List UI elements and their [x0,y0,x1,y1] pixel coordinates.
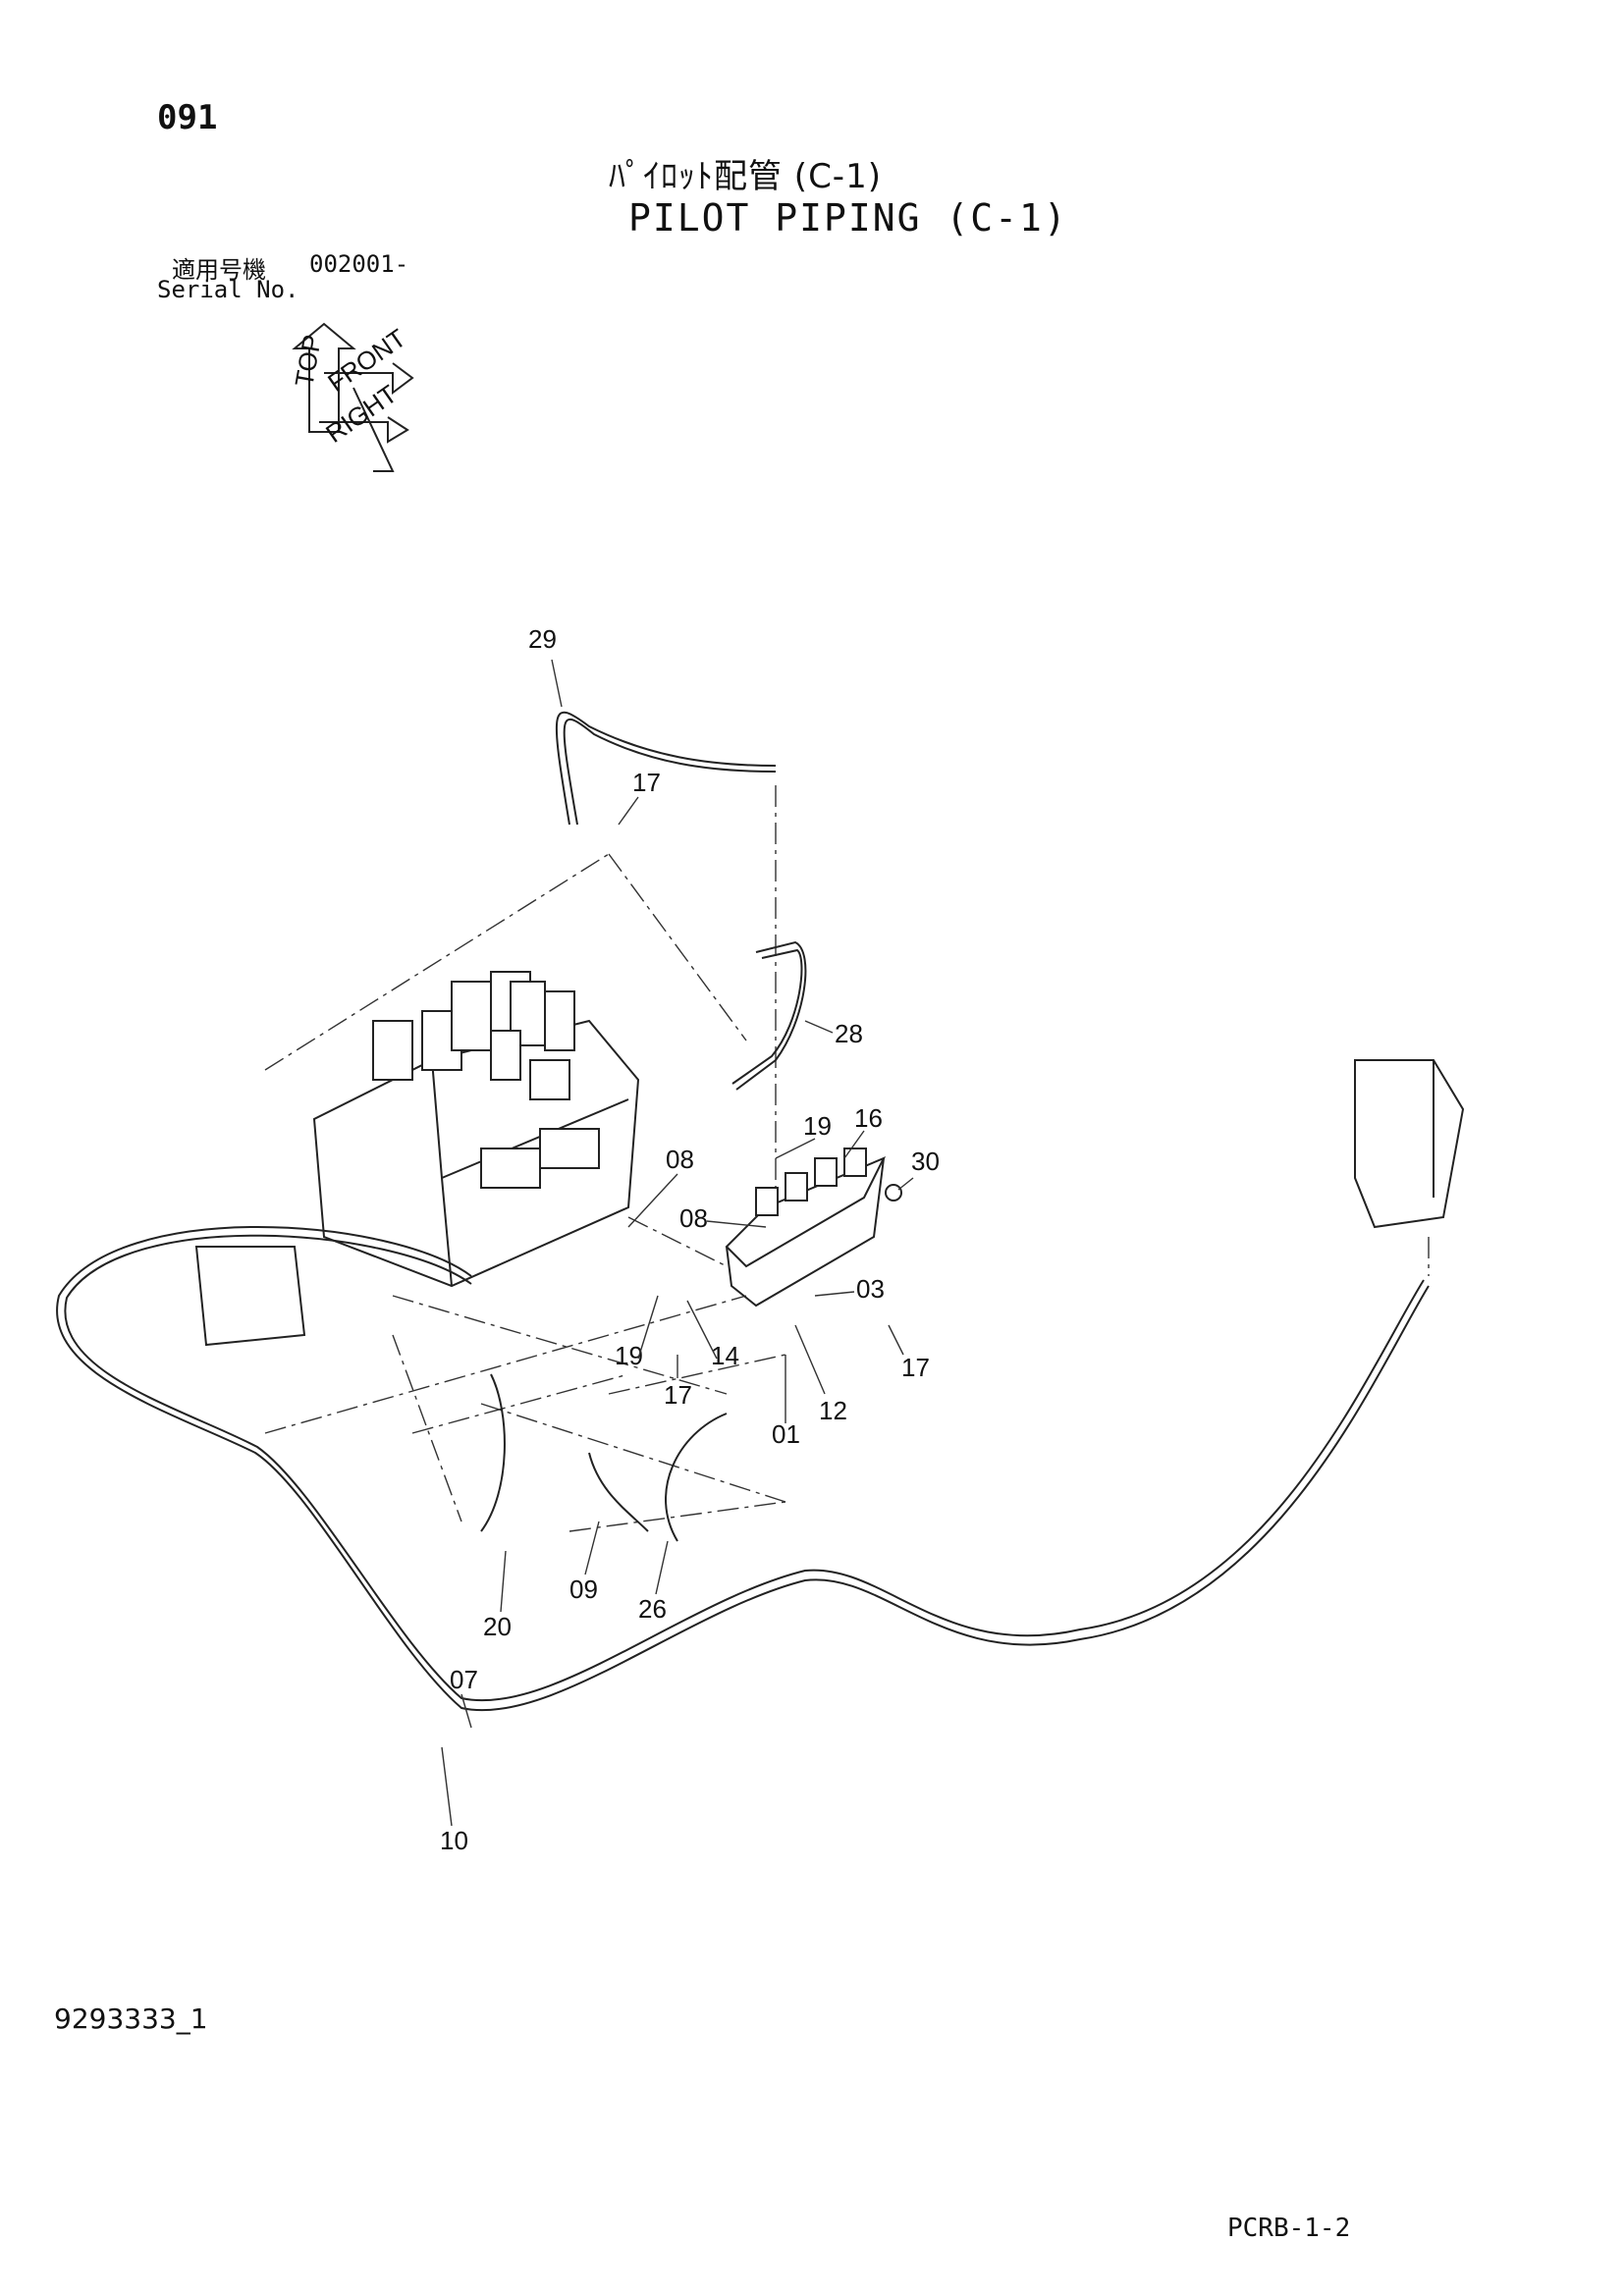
drawing-number: 9293333_1 [54,2002,208,2035]
part-label: 29 [528,624,557,654]
serial-label-english: Serial No. [157,276,299,303]
pilot-manifold [725,1148,902,1308]
part-label: 26 [638,1594,667,1624]
part-label: 17 [632,768,661,797]
orientation-icon: TOP FRONT RIGHT [289,322,414,472]
title-english: PILOT PIPING (C-1) [628,196,1068,240]
control-valve-block [312,971,640,1288]
part-labels: 29 17 28 19 16 30 08 08 03 19 14 17 12 1… [440,624,940,1855]
part-label: 03 [856,1274,885,1304]
part-label: 07 [450,1665,478,1694]
part-label: 16 [854,1103,883,1133]
page-reference: PCRB-1-2 [1227,2214,1351,2243]
part-label: 09 [569,1575,598,1604]
part-label: 28 [835,1019,863,1048]
part-label: 12 [819,1396,847,1425]
remote-valve [194,1059,1465,1347]
part-label: 17 [664,1380,692,1410]
orientation-label: TOP [289,333,327,389]
reference-lines [264,785,1430,1532]
part-label: 19 [615,1341,643,1370]
title-japanese: ﾊﾟｲﾛｯﾄ配管 (C-1) [609,157,882,196]
part-label: 19 [803,1111,832,1141]
part-label: 01 [772,1419,800,1449]
part-label: 30 [911,1147,940,1176]
part-label: 17 [901,1353,930,1382]
pilot-hoses [56,711,1430,1712]
label-leaders [441,659,914,1827]
page-number: 091 [157,98,218,137]
serial-value: 002001- [309,250,409,278]
part-label: 08 [679,1203,708,1233]
part-label: 20 [483,1612,512,1641]
part-label: 10 [440,1826,468,1855]
part-label: 08 [666,1145,694,1174]
serial-label-japanese: 適用号機 [172,256,266,284]
